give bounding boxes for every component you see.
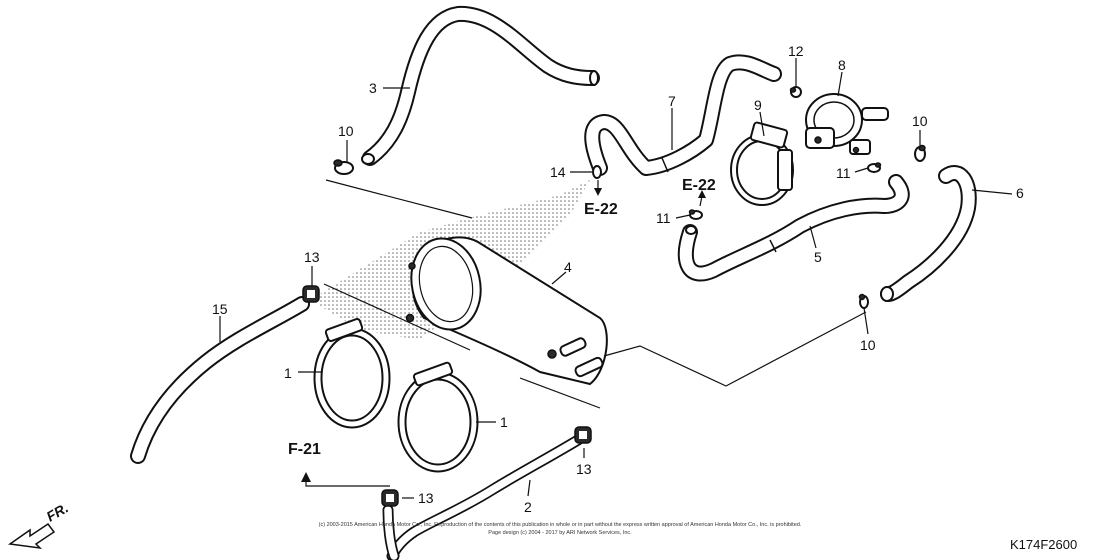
callout-14: 14 [550,164,566,180]
callout-11-upper: 11 [836,165,851,181]
callout-13-lower: 13 [418,490,434,506]
callout-1-upper: 1 [284,365,292,381]
callouts: 3 7 10 12 8 9 10 6 11 11 14 4 5 10 13 15… [212,43,1024,515]
callout-8: 8 [838,57,846,73]
callout-9: 9 [754,97,762,113]
canister-band-lower[interactable] [397,361,479,473]
callout-4: 4 [564,259,572,275]
callout-3: 3 [369,80,377,96]
callout-10-lower: 10 [860,337,876,353]
ref-e22-right[interactable]: E-22 [682,177,716,194]
front-direction-arrow: FR. [7,499,72,550]
clip-12[interactable] [789,86,802,98]
clamp-13-upper[interactable] [302,285,320,303]
hose-15[interactable] [130,296,310,464]
valve-holder[interactable] [730,121,794,206]
reference-labels: E-22 E-22 F-21 [288,177,716,458]
copyright-line-2: Page design (c) 2004 - 2017 by ARI Netwo… [488,530,632,536]
front-label: FR. [44,499,72,524]
hose-7[interactable] [584,54,782,176]
diagram-code: K174F2600 [1010,537,1077,552]
callout-13-upper: 13 [304,249,320,265]
callout-6: 6 [1016,185,1024,201]
callout-13-right: 13 [576,461,592,477]
ref-e22-left[interactable]: E-22 [584,201,618,218]
clamp-10-lower-right[interactable] [858,293,869,309]
clamp-13-lower[interactable] [381,489,399,507]
canister-band-upper[interactable] [313,318,391,429]
ref-f21[interactable]: F-21 [288,441,321,458]
callout-10-right: 10 [912,113,928,129]
purge-control-valve[interactable] [805,93,889,155]
callout-15: 15 [212,301,228,317]
clamp-10-upper-left[interactable] [333,159,354,175]
clip-14[interactable] [592,165,602,179]
copyright-line-1: (c) 2003-2015 American Honda Motor Co., … [319,522,802,528]
evap-canister[interactable] [403,232,608,386]
hose-2[interactable] [382,434,584,560]
clamp-10-right[interactable] [914,144,926,162]
callout-2: 2 [524,499,532,515]
callout-7: 7 [668,93,676,109]
clip-11-lower[interactable] [688,209,703,220]
callout-10-upper: 10 [338,123,354,139]
hose-6[interactable] [880,165,977,302]
leader-lines [219,58,1013,499]
callout-1-lower: 1 [500,414,508,430]
hose-3[interactable] [361,5,600,166]
callout-5: 5 [814,249,822,265]
clip-11-upper[interactable] [867,162,882,173]
clamp-13-right[interactable] [574,426,592,444]
callout-12: 12 [788,43,804,59]
hose-5[interactable] [677,174,910,282]
callout-11-lower: 11 [656,210,671,226]
